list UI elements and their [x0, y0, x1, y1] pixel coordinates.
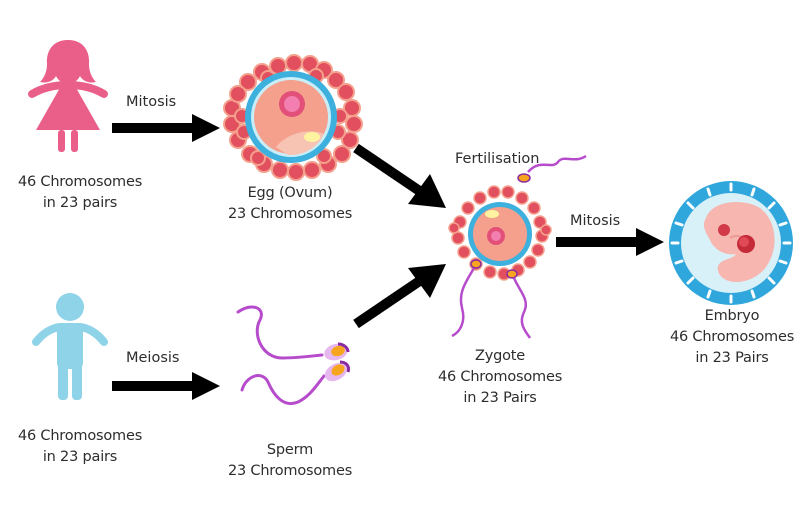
sperm-cells-icon: [236, 305, 350, 405]
embryo-label: Embryo 46 Chromosomes in 23 Pairs: [652, 306, 804, 369]
arrow-female-to-egg: [112, 114, 220, 142]
male-line1: 46 Chromosomes: [17, 428, 143, 444]
mitosis-label-1: Mitosis: [126, 94, 177, 110]
embryo-line3: in 23 Pairs: [695, 350, 769, 366]
fertilisation-label: Fertilisation: [455, 151, 540, 167]
meiosis-label: Meiosis: [126, 350, 180, 366]
zygote-label: Zygote 46 Chromosomes in 23 Pairs: [420, 346, 580, 409]
male-person-icon: [32, 293, 108, 400]
embryo-line1: Embryo: [704, 308, 760, 324]
arrow-male-to-sperm: [112, 372, 220, 400]
female-line2: in 23 pairs: [42, 195, 118, 211]
zygote-line2: 46 Chromosomes: [437, 369, 563, 385]
arrow-egg-to-zygote: [353, 143, 446, 208]
sperm-line1: Sperm: [266, 442, 314, 458]
sperm-line2: 23 Chromosomes: [227, 463, 353, 479]
arrow-sperm-to-zygote: [353, 264, 446, 329]
embryo-icon: [669, 181, 793, 305]
female-line1: 46 Chromosomes: [17, 174, 143, 190]
male-line2: in 23 pairs: [42, 449, 118, 465]
male-label: 46 Chromosomes in 23 pairs: [0, 426, 160, 468]
arrow-zygote-to-embryo: [556, 228, 664, 256]
mitosis-label-2: Mitosis: [570, 213, 621, 229]
egg-label: Egg (Ovum) 23 Chromosomes: [210, 183, 370, 225]
egg-cell-icon: [223, 54, 363, 181]
embryo-line2: 46 Chromosomes: [669, 329, 795, 345]
sperm-label: Sperm 23 Chromosomes: [210, 440, 370, 482]
egg-line2: 23 Chromosomes: [227, 206, 353, 222]
female-person-icon: [28, 40, 108, 152]
female-label: 46 Chromosomes in 23 pairs: [0, 172, 160, 214]
egg-line1: Egg (Ovum): [247, 185, 333, 201]
zygote-line1: Zygote: [475, 348, 525, 364]
zygote-icon: [448, 154, 587, 339]
zygote-line3: in 23 Pairs: [463, 390, 537, 406]
